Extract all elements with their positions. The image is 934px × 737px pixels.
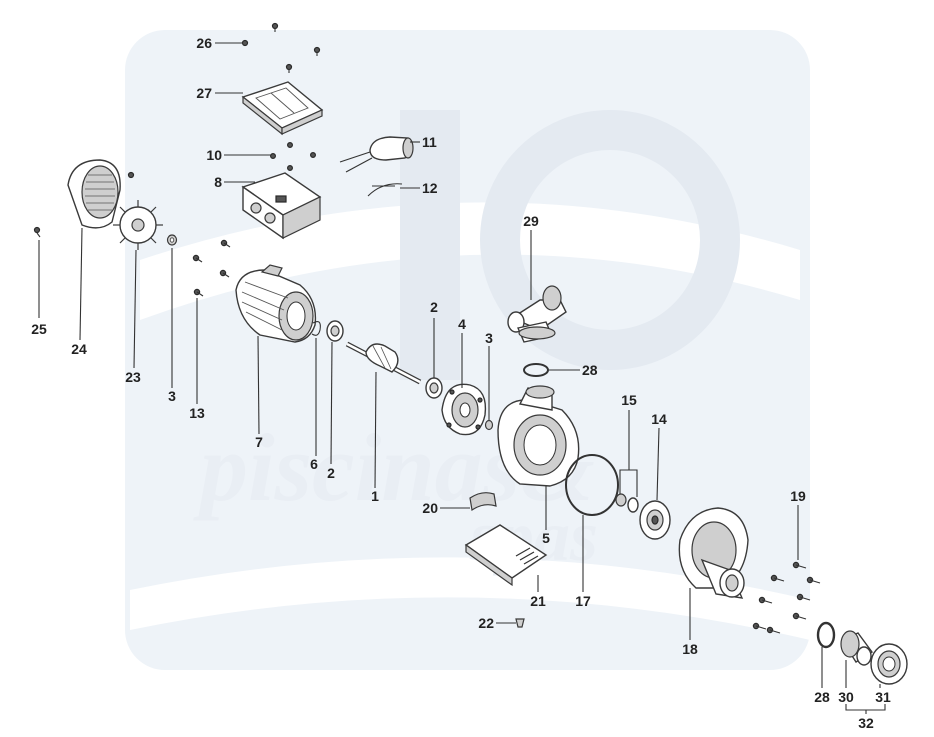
callout-2-right: 2: [430, 299, 438, 315]
callout-26: 26: [196, 35, 212, 51]
callout-18: 18: [682, 641, 698, 657]
part-1-rotor-shaft: [345, 341, 422, 385]
part-20-pad: [469, 492, 497, 512]
callout-13: 13: [189, 405, 205, 421]
part-11-capacitor: [339, 136, 414, 173]
part-12-clamp: [367, 183, 403, 197]
part-22-screw: [515, 618, 525, 628]
callout-4: 4: [458, 316, 466, 332]
callout-28-top: 28: [582, 362, 598, 378]
part-25-screw: [33, 226, 41, 238]
callout-3-left: 3: [168, 388, 176, 404]
callout-27: 27: [196, 85, 212, 101]
callout-15: 15: [621, 392, 637, 408]
part-3-washer-left: [166, 234, 178, 246]
callout-28-bottom: 28: [814, 689, 830, 705]
part-19-screws: [752, 561, 821, 634]
callout-30: 30: [838, 689, 854, 705]
part-14-impeller: [639, 500, 671, 540]
part-21-bracket: [464, 524, 548, 587]
watermark-glyph-ring: [480, 110, 740, 370]
part-10-screws: [270, 142, 317, 172]
callout-6: 6: [310, 456, 318, 472]
callout-12: 12: [422, 180, 438, 196]
part-8-terminal-box: [241, 172, 322, 240]
part-18-volute-cover: [678, 507, 749, 599]
callout-24: 24: [71, 341, 87, 357]
callout-31: 31: [875, 689, 891, 705]
part-24-fan-cover: [67, 159, 121, 229]
part-23-fan: [113, 171, 163, 250]
callout-23: 23: [125, 369, 141, 385]
watermark-swoosh-bottom: [130, 557, 810, 640]
part-29-union: [507, 285, 567, 343]
part-13-screws: [192, 239, 231, 297]
callout-labels: 25 24 23 3 13 7 6 2 1 2 4 3 26 27 10 8 1…: [31, 35, 891, 731]
part-5-pump-body: [497, 385, 580, 487]
part-30-tail-piece: [840, 630, 874, 666]
part-15-seal: [615, 493, 639, 513]
part-26-screws: [241, 22, 321, 73]
part-31-union-nut: [870, 643, 908, 685]
callout-3-right: 3: [485, 330, 493, 346]
callout-7: 7: [255, 434, 263, 450]
callout-1: 1: [371, 488, 379, 504]
watermark-swoosh-top: [140, 202, 800, 320]
part-6-clip: [311, 321, 321, 336]
part-7-motor-body: [235, 264, 317, 343]
part-27-terminal-cover: [241, 81, 324, 136]
callout-10: 10: [206, 147, 222, 163]
leader-lines: [38, 42, 886, 714]
part-17-oring-large: [565, 454, 619, 516]
part-4-flange: [441, 383, 487, 436]
part-3-washer-right: [484, 419, 494, 431]
callout-29: 29: [523, 213, 539, 229]
callout-22: 22: [478, 615, 494, 631]
callout-8: 8: [214, 174, 222, 190]
part-2-bearing-left: [326, 320, 344, 342]
callout-21: 21: [530, 593, 546, 609]
callout-20: 20: [422, 500, 438, 516]
part-28-oring-bottom: [816, 621, 836, 649]
watermark-glyph-bar: [400, 110, 460, 380]
callout-2-left: 2: [327, 465, 335, 481]
part-2-bearing-right: [425, 377, 443, 399]
callout-14: 14: [651, 411, 667, 427]
callout-11: 11: [422, 134, 437, 150]
callout-25: 25: [31, 321, 47, 337]
callout-5: 5: [542, 530, 550, 546]
callout-19: 19: [790, 488, 806, 504]
callout-17: 17: [575, 593, 591, 609]
callout-32: 32: [858, 715, 874, 731]
